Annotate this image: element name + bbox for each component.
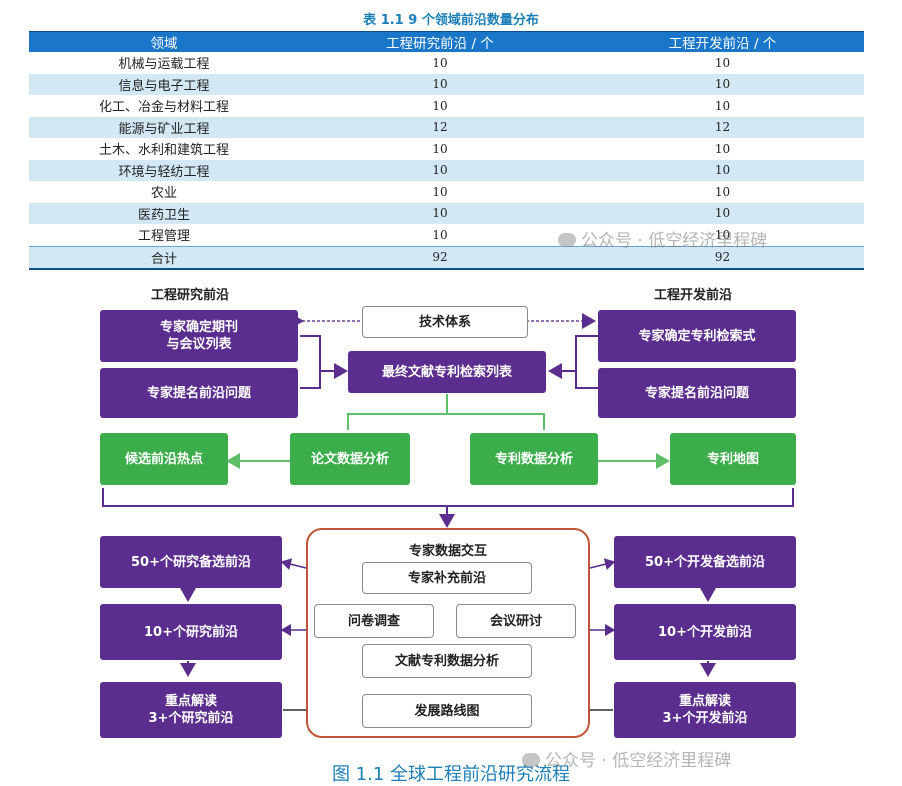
expert-data-interaction-title: 专家数据交互 [408,544,487,559]
wechat-icon [558,233,576,247]
research-10-fronts-box: 10+个研究前沿 [100,604,282,660]
research-3-key-fronts-box: 重点解读 3+个研究前沿 [100,682,282,738]
domain-cell: 工程管理 [29,224,299,246]
expert-nominate-research-problems-box: 专家提名前沿问题 [100,368,298,418]
tech-system-box: 技术体系 [362,306,528,338]
domain-cell: 土木、水利和建筑工程 [29,138,299,160]
development-count-cell: 10 [581,52,864,74]
expert-supplement-fronts-box: 专家补充前沿 [362,562,532,594]
domain-cell: 环境与轻纺工程 [29,159,299,181]
research-count-cell: 10 [299,73,581,95]
header-research-fronts: 工程研究前沿 / 个 [299,31,581,52]
watermark-table: 公众号 · 低空经济里程碑 [558,226,767,251]
research-count-cell: 10 [299,159,581,181]
header-development-fronts: 工程开发前沿 / 个 [581,31,864,52]
domain-cell: 农业 [29,181,299,203]
development-count-cell: 10 [581,95,864,117]
total-label-cell: 合计 [29,245,299,270]
literature-patent-analysis-box: 文献专利数据分析 [362,644,532,678]
development-50-candidates-box: 50+个开发备选前沿 [614,536,796,588]
table-caption: 表 1.1 9 个领域前沿数量分布 [363,13,539,28]
development-count-cell: 10 [581,73,864,95]
expert-patent-query-box: 专家确定专利检索式 [598,310,796,362]
development-3-key-fronts-box: 重点解读 3+个开发前沿 [614,682,796,738]
patent-map-box: 专利地图 [670,433,796,485]
development-count-cell: 10 [581,202,864,224]
expert-nominate-development-problems-box: 专家提名前沿问题 [598,368,796,418]
research-count-cell: 10 [299,181,581,203]
research-count-cell: 10 [299,52,581,74]
questionnaire-survey-box: 问卷调查 [314,604,434,638]
development-count-cell: 10 [581,159,864,181]
research-count-cell: 12 [299,116,581,138]
domain-cell: 信息与电子工程 [29,73,299,95]
development-roadmap-box: 发展路线图 [362,694,532,728]
research-flowchart: 工程研究前沿 工程开发前沿 技术体系 最终文献专利检索列表 专家确定期刊 与会议… [98,278,798,748]
watermark-figure: 公众号 · 低空经济里程碑 [522,746,731,771]
research-count-cell: 10 [299,95,581,117]
development-count-cell: 10 [581,138,864,160]
development-fronts-header: 工程开发前沿 [654,288,733,303]
paper-data-analysis-box: 论文数据分析 [290,433,410,485]
final-literature-patent-list-box: 最终文献专利检索列表 [348,351,546,393]
header-domain: 领域 [29,31,299,52]
watermark-text: 公众号 · 低空经济里程碑 [545,751,732,771]
development-count-cell: 12 [581,116,864,138]
total-count-cell: 92 [299,245,581,270]
domain-cell: 化工、冶金与材料工程 [29,95,299,117]
domain-cell: 医药卫生 [29,202,299,224]
expert-journal-conference-list-box: 专家确定期刊 与会议列表 [100,310,298,362]
wechat-icon [522,753,540,767]
research-count-cell: 10 [299,224,581,246]
table-header-row: 领域 工程研究前沿 / 个 工程开发前沿 / 个 [29,31,864,52]
research-fronts-header: 工程研究前沿 [151,288,230,303]
development-count-cell: 10 [581,181,864,203]
patent-data-analysis-box: 专利数据分析 [470,433,598,485]
conference-seminar-box: 会议研讨 [456,604,576,638]
figure-caption: 图 1.1 全球工程前沿研究流程 [331,764,571,785]
research-50-candidates-box: 50+个研究备选前沿 [100,536,282,588]
watermark-text: 公众号 · 低空经济里程碑 [581,231,768,251]
development-10-fronts-box: 10+个开发前沿 [614,604,796,660]
research-count-cell: 10 [299,202,581,224]
domain-cell: 能源与矿业工程 [29,116,299,138]
domain-cell: 机械与运载工程 [29,52,299,74]
research-count-cell: 10 [299,138,581,160]
development-count-cell: 10 [581,224,864,246]
total-count-cell: 92 [581,245,864,270]
candidate-hotspots-box: 候选前沿热点 [100,433,228,485]
